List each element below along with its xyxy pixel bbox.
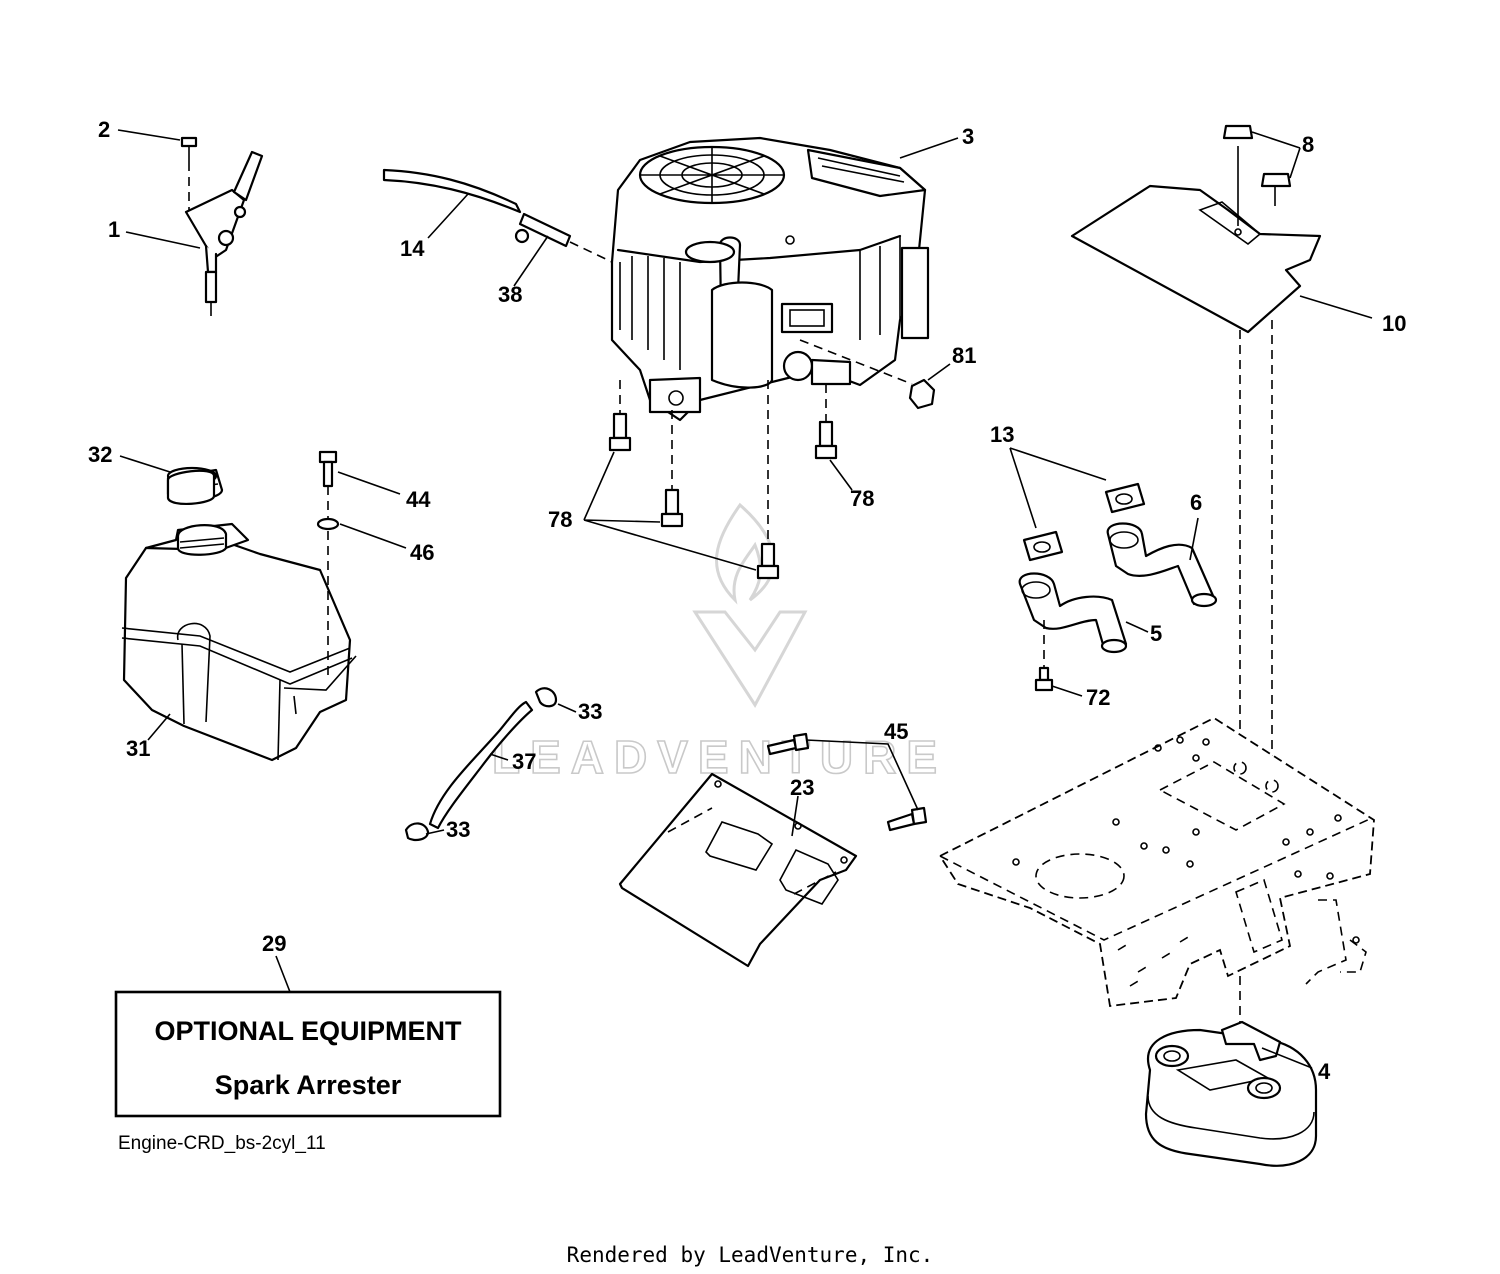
diagram-caption: Engine-CRD_bs-2cyl_11 bbox=[118, 1133, 326, 1154]
callout-78-left: 78 bbox=[548, 507, 572, 532]
mounting-plate-part bbox=[618, 732, 928, 968]
optional-equipment-title: OPTIONAL EQUIPMENT bbox=[154, 1016, 462, 1046]
callout-10: 10 bbox=[1382, 311, 1406, 336]
watermark-text: LEADVENTURE bbox=[492, 731, 947, 783]
callout-3: 3 bbox=[962, 124, 974, 149]
spark-arrester-label: Spark Arrester bbox=[215, 1070, 402, 1100]
callout-37: 37 bbox=[512, 749, 536, 774]
callout-46: 46 bbox=[410, 540, 434, 565]
callout-labels: 2 1 14 38 3 8 10 81 13 6 5 72 78 78 32 4… bbox=[88, 117, 1406, 1084]
callout-44: 44 bbox=[406, 487, 431, 512]
callout-78-right: 78 bbox=[850, 486, 874, 511]
throttle-control-part bbox=[117, 129, 264, 316]
nut-part bbox=[799, 339, 951, 410]
callout-81: 81 bbox=[952, 343, 976, 368]
fuel-tank-part bbox=[119, 450, 407, 762]
optional-equipment-box: OPTIONAL EQUIPMENT Spark Arrester bbox=[114, 955, 502, 1118]
callout-32: 32 bbox=[88, 442, 112, 467]
engine-part bbox=[610, 136, 959, 422]
engine-mount-bolts bbox=[583, 380, 853, 580]
callout-14: 14 bbox=[400, 236, 425, 261]
fuel-hose-part bbox=[404, 687, 577, 842]
callout-29: 29 bbox=[262, 931, 286, 956]
callout-2: 2 bbox=[98, 117, 110, 142]
heat-shield-part bbox=[1070, 124, 1373, 778]
callout-31: 31 bbox=[126, 736, 150, 761]
callout-33-bottom: 33 bbox=[446, 817, 470, 842]
optional-equipment-frame bbox=[114, 990, 502, 1118]
frame-holes bbox=[1012, 736, 1360, 944]
callout-4: 4 bbox=[1318, 1059, 1331, 1084]
callout-33-top: 33 bbox=[578, 699, 602, 724]
rendered-by-footer: Rendered by LeadVenture, Inc. bbox=[567, 1243, 934, 1267]
muffler-part bbox=[1144, 1020, 1318, 1167]
callout-6: 6 bbox=[1190, 490, 1202, 515]
callout-45: 45 bbox=[884, 719, 908, 744]
callout-13: 13 bbox=[990, 422, 1014, 447]
callout-72: 72 bbox=[1086, 685, 1110, 710]
leadventure-watermark: LEADVENTURE bbox=[491, 502, 947, 784]
callout-23: 23 bbox=[790, 775, 814, 800]
callout-1: 1 bbox=[108, 217, 120, 242]
fuel-line-part bbox=[382, 168, 613, 287]
exhaust-pipes-part bbox=[1009, 447, 1218, 697]
callout-38: 38 bbox=[498, 282, 522, 307]
callout-5: 5 bbox=[1150, 621, 1162, 646]
callout-8: 8 bbox=[1302, 132, 1314, 157]
frame-dashed-outline bbox=[938, 716, 1375, 1024]
